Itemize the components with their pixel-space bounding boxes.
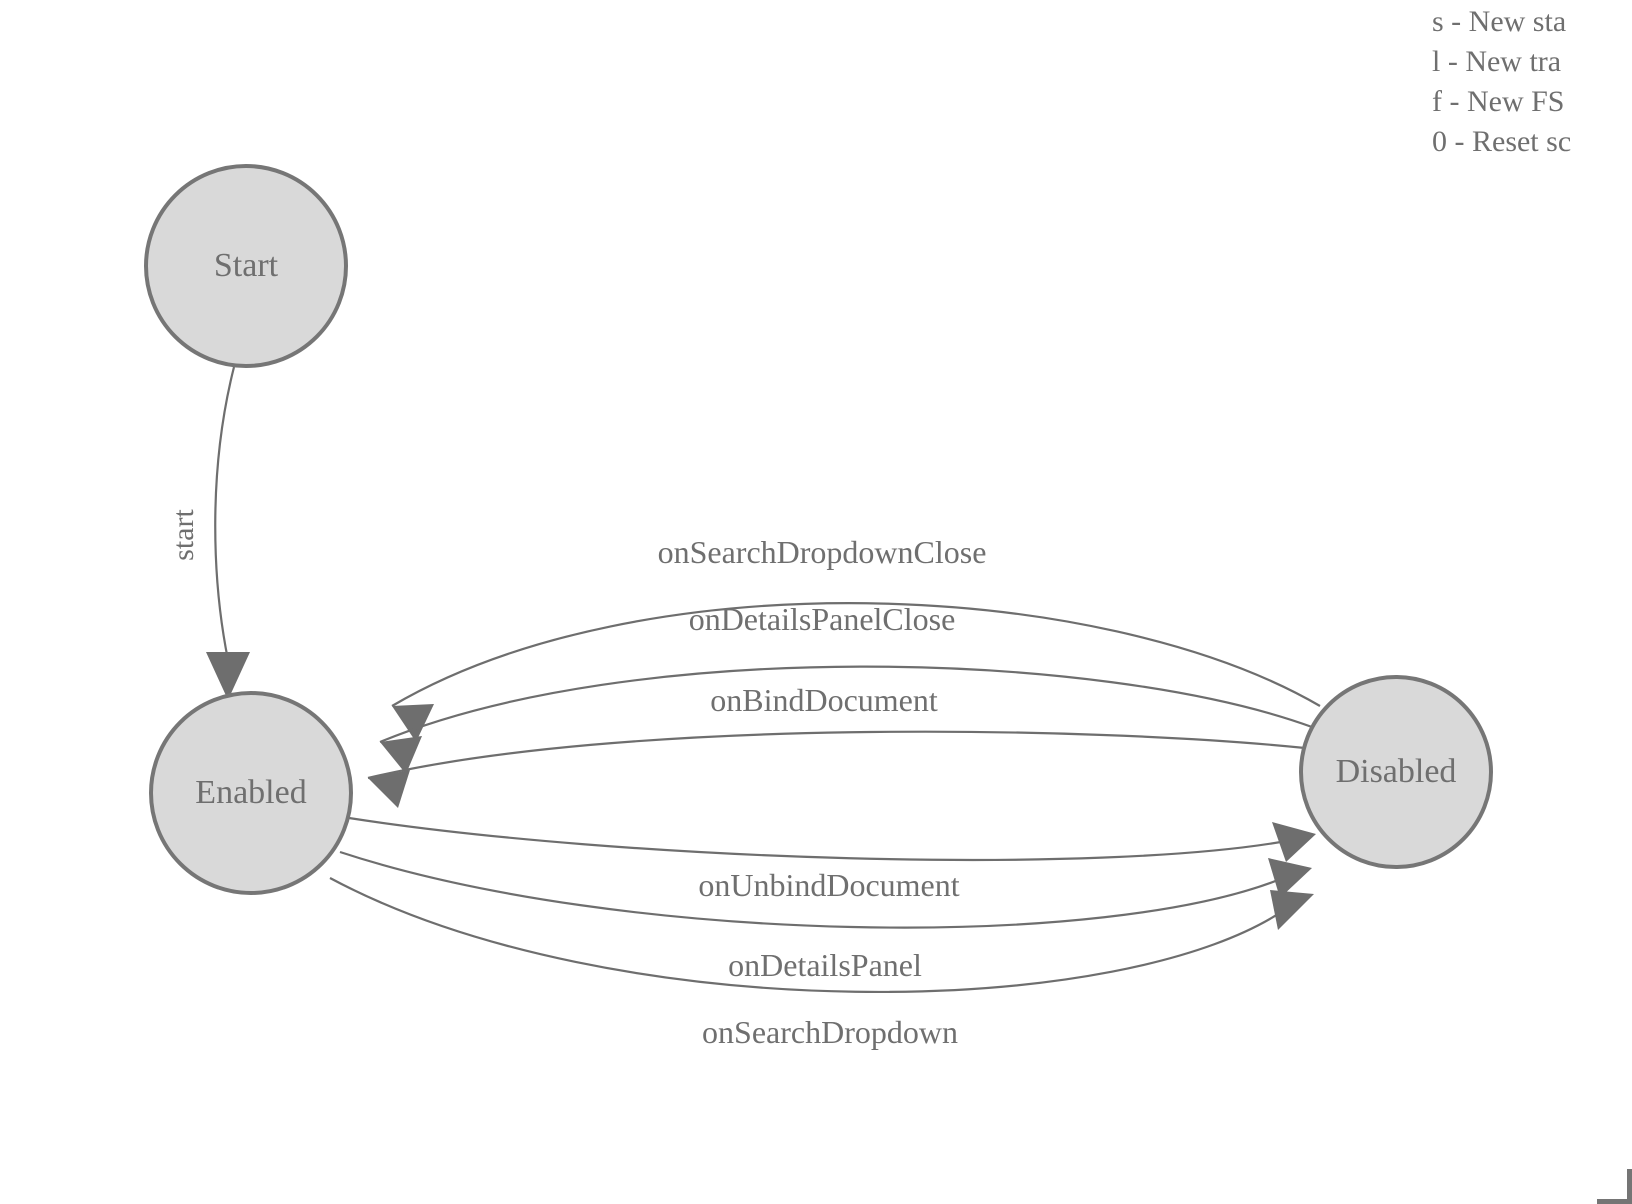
state-node-start[interactable]: Start (144, 164, 348, 368)
transition-onBindDocument[interactable] (367, 730, 1306, 808)
transition-onSearchDropdown[interactable] (329, 877, 1314, 994)
state-circle-start[interactable] (144, 164, 348, 368)
legend-line-new-fsm: f - New FS (1432, 85, 1565, 118)
edge-label-onUnbindDocument: onUnbindDocument (698, 867, 959, 903)
arrowhead-start (206, 652, 250, 700)
arrowhead-onDetailsPanelClose (380, 736, 422, 774)
legend-line-new-state: s - New sta (1432, 5, 1567, 38)
edge-label-start: start (167, 509, 200, 561)
state-circle-enabled[interactable] (149, 691, 353, 895)
edge-path-onDetailsPanelClose (379, 665, 1313, 744)
edge-label-onBindDocument: onBindDocument (710, 682, 938, 718)
arrowhead-onDetailsPanel (1268, 858, 1312, 898)
arrowhead-onSearchDropdownClose (392, 704, 434, 742)
edge-label-onSearchDropdownClose: onSearchDropdownClose (658, 534, 987, 570)
edge-path-onUnbindDocument (348, 816, 1293, 862)
edge-path-onSearchDropdownClose (391, 602, 1321, 707)
arrowhead-onSearchDropdown (1270, 890, 1314, 930)
shortcut-legend: s - New sta l - New tra f - New FS 0 - R… (1432, 2, 1632, 162)
state-node-enabled[interactable]: Enabled (149, 691, 353, 895)
edge-path-onSearchDropdown (329, 877, 1291, 994)
edge-path-start (214, 366, 236, 661)
state-label-enabled: Enabled (195, 774, 306, 811)
state-circle-disabled[interactable] (1299, 675, 1493, 869)
transition-onSearchDropdownClose[interactable] (391, 602, 1321, 742)
edge-label-onDetailsPanelClose: onDetailsPanelClose (689, 601, 956, 637)
transition-onDetailsPanelClose[interactable] (379, 665, 1313, 774)
legend-line-reset: 0 - Reset sc (1432, 125, 1572, 158)
arrowhead-onUnbindDocument (1272, 822, 1316, 862)
state-label-start: Start (214, 247, 279, 284)
transition-onUnbindDocument[interactable] (348, 816, 1316, 862)
resize-corner-handle[interactable] (1597, 1169, 1632, 1204)
arrowhead-onBindDocument (368, 770, 410, 808)
state-label-disabled: Disabled (1336, 753, 1457, 790)
edge-path-onDetailsPanel (339, 850, 1289, 929)
edge-path-onBindDocument (367, 730, 1306, 780)
edge-label-onSearchDropdown: onSearchDropdown (702, 1014, 958, 1050)
transition-onDetailsPanel[interactable] (339, 850, 1312, 929)
state-node-disabled[interactable]: Disabled (1299, 675, 1493, 869)
edge-label-onDetailsPanel: onDetailsPanel (728, 947, 922, 983)
legend-line-new-transition: l - New tra (1432, 45, 1562, 78)
transition-start[interactable] (206, 366, 250, 700)
